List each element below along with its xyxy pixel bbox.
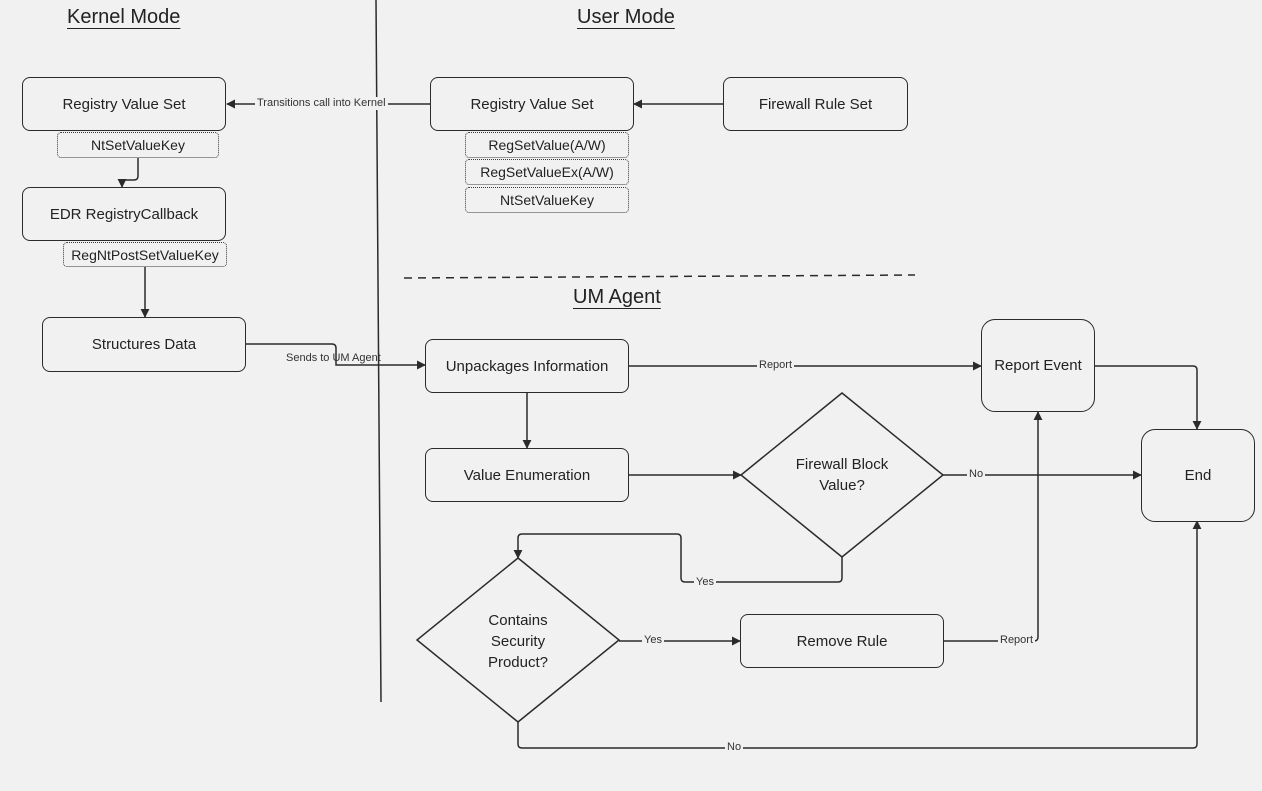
value-enumeration-box[interactable]: Value Enumeration: [425, 448, 629, 502]
edge-contains-no-to-end: [517, 520, 1202, 749]
firewall-block-diamond: [739, 392, 945, 558]
kernel-ntsetvaluekey-tag: NtSetValueKey: [57, 132, 219, 158]
firewall-block-label-line: Value?: [819, 477, 865, 494]
contains-security-label[interactable]: Contains Security Product?: [458, 605, 578, 677]
end-box[interactable]: End: [1141, 429, 1255, 522]
user-mode-heading: User Mode: [577, 6, 675, 28]
edge-label-sends: Sends to UM Agent: [286, 352, 381, 364]
edge-ntsetvaluekey-to-edr: [117, 158, 139, 188]
contains-security-label-line: Security: [490, 632, 546, 650]
um-agent-heading: UM Agent: [573, 286, 661, 308]
edge-label-no: No: [725, 741, 744, 754]
report-event-box[interactable]: Report Event: [981, 319, 1095, 412]
remove-rule-box[interactable]: Remove Rule: [740, 614, 944, 668]
edge-label-report: Report: [998, 634, 1036, 647]
edr-registry-callback-box[interactable]: EDR RegistryCallback: [22, 187, 226, 241]
contains-security-diamond: [415, 557, 621, 723]
edge-label-yes: Yes: [642, 634, 664, 647]
edge-label-no: No: [967, 468, 986, 481]
contains-security-label-line: Contains: [488, 611, 548, 629]
structures-data-box[interactable]: Structures Data: [42, 317, 246, 372]
edge-firewall-block-yes-to-contains: [513, 533, 843, 583]
firewall-block-label-line: Firewall Block: [795, 456, 889, 473]
api-tag: NtSetValueKey: [465, 187, 629, 213]
firewall-rule-set-box[interactable]: Firewall Rule Set: [723, 77, 908, 131]
kernel-registry-value-set-box[interactable]: Registry Value Set: [22, 77, 226, 131]
regntpostsetvaluekey-tag: RegNtPostSetValueKey: [63, 242, 227, 267]
kernel-mode-heading: Kernel Mode: [67, 6, 181, 28]
contains-security-label-line: Product?: [487, 653, 549, 671]
edge-structures-to-unpackages: [246, 343, 426, 370]
unpackages-information-box[interactable]: Unpackages Information: [425, 339, 629, 393]
api-tag: RegSetValue(A/W): [465, 132, 629, 158]
api-tag: RegSetValueEx(A/W): [465, 159, 629, 185]
edge-label-yes: Yes: [694, 576, 716, 589]
firewall-block-label[interactable]: Firewall Block Value?: [776, 445, 908, 505]
edge-label-report: Report: [757, 359, 795, 372]
agent-separator-line: [403, 274, 916, 279]
edge-remove-to-report: [944, 411, 1043, 642]
edge-report-to-end: [1094, 365, 1202, 430]
mode-divider-line: [375, 0, 382, 703]
user-registry-value-set-box[interactable]: Registry Value Set: [430, 77, 634, 131]
edge-label-transitions: Transitions call into Kernel: [255, 97, 388, 110]
